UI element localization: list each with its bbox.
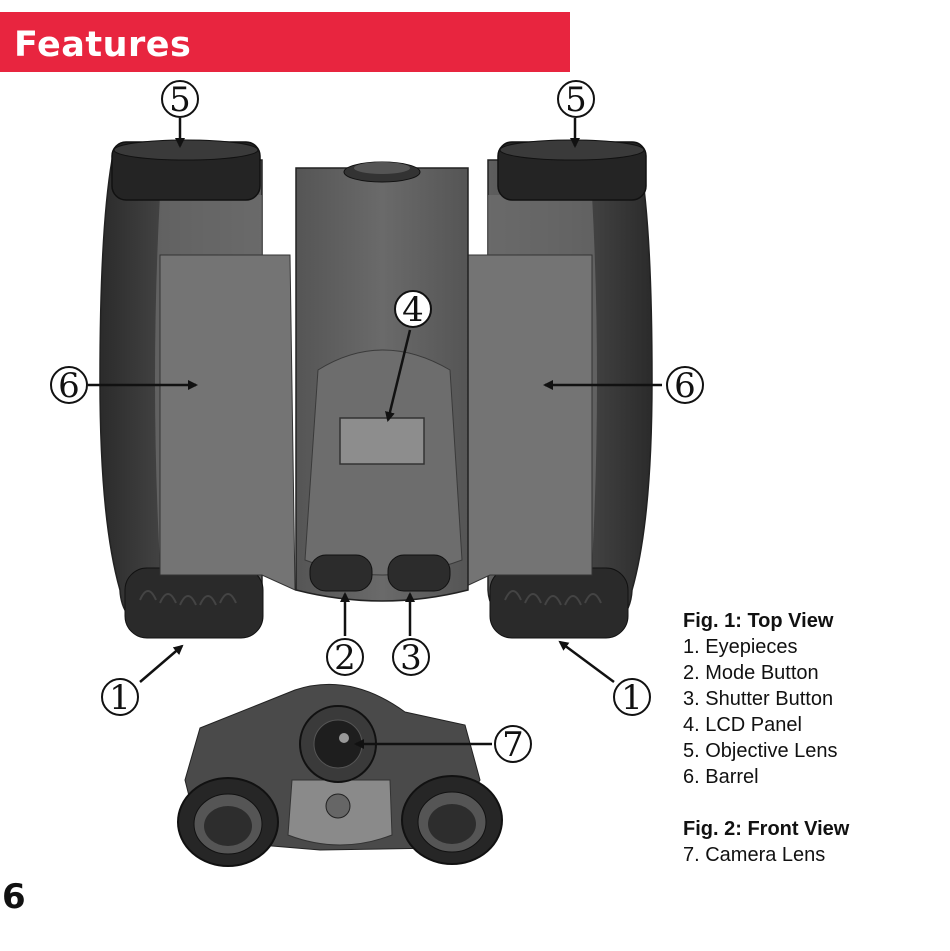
front-view-binoculars: [177, 683, 503, 867]
svg-text:6: 6: [674, 366, 696, 406]
legend-item: 1. Eyepieces: [683, 636, 798, 658]
legend-item: 6. Barrel: [683, 766, 759, 788]
svg-text:4: 4: [402, 290, 424, 330]
legend-item: 5. Objective Lens: [683, 740, 838, 762]
callout-arrows: [88, 118, 662, 749]
callout-4: 4: [394, 290, 432, 330]
svg-text:1: 1: [109, 678, 131, 718]
callout-6-right: 6: [666, 366, 704, 406]
callout-2: 2: [326, 638, 364, 678]
callout-3: 3: [392, 638, 430, 678]
top-view-binoculars: [99, 139, 653, 639]
legend-item: 3. Shutter Button: [683, 688, 834, 710]
svg-text:2: 2: [334, 638, 356, 678]
figure-legend: Fig. 1: Top View 1. Eyepieces 2. Mode Bu…: [683, 608, 933, 868]
legend-item: 4. LCD Panel: [683, 714, 802, 736]
callout-1-left: 1: [101, 678, 139, 718]
svg-text:3: 3: [400, 638, 422, 678]
header-bar: Features: [0, 12, 570, 72]
legend-item: 7. Camera Lens: [683, 844, 826, 866]
svg-text:5: 5: [169, 80, 191, 120]
page-number: 6: [2, 877, 26, 917]
page-title: Features: [14, 25, 192, 65]
callout-6-left: 6: [50, 366, 88, 406]
legend-spacer: [683, 790, 933, 816]
callout-7: 7: [494, 725, 532, 765]
callout-1-right: 1: [613, 678, 651, 718]
callout-5-right: 5: [557, 80, 595, 120]
legend-item: 2. Mode Button: [683, 662, 819, 684]
svg-text:7: 7: [502, 725, 524, 765]
svg-text:1: 1: [621, 678, 643, 718]
svg-text:6: 6: [58, 366, 80, 406]
svg-text:5: 5: [565, 80, 587, 120]
fig2-title: Fig. 2: Front View: [683, 818, 850, 840]
callout-5-left: 5: [161, 80, 199, 120]
fig1-title: Fig. 1: Top View: [683, 610, 834, 632]
